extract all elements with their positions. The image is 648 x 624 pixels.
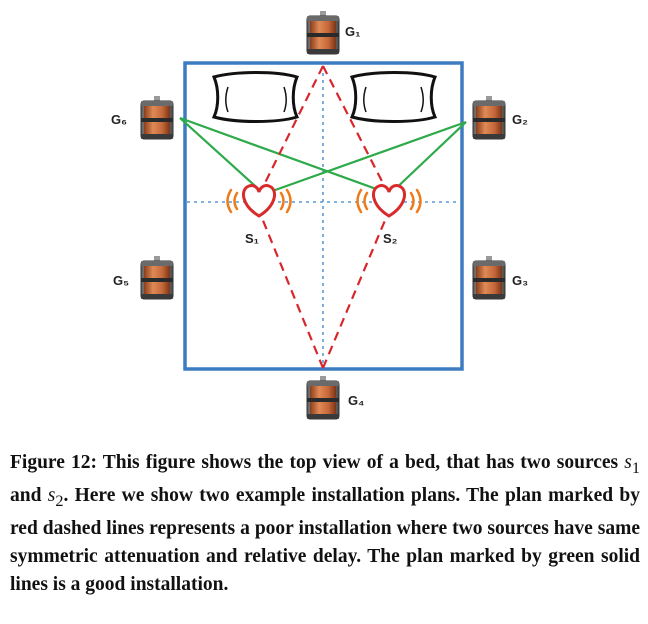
caption-s1-sub: 1	[631, 458, 640, 477]
geophone-icon	[140, 95, 174, 140]
sensor-label-g1: G₁	[345, 24, 361, 39]
heart-icon	[241, 184, 277, 218]
heart-icon	[371, 184, 407, 218]
sensor-label-g6: G₆	[111, 112, 127, 127]
figure-caption: Figure 12: This figure shows the top vie…	[10, 449, 640, 599]
sensor-g3: G₃	[472, 255, 528, 300]
caption-rest: . Here we show two example installation …	[10, 484, 640, 595]
geophone-icon	[472, 95, 506, 140]
caption-s2: s	[47, 484, 56, 506]
caption-s2-sub: 2	[55, 491, 64, 510]
sensor-g6: G₆	[111, 95, 174, 140]
sensor-label-g2: G₂	[512, 112, 528, 127]
caption-s1: s	[624, 452, 632, 473]
pillow-right	[349, 71, 438, 123]
caption-lead: Figure 12: This figure shows the top vie…	[10, 452, 625, 473]
source-label-s1: S₁	[245, 231, 259, 246]
geophone-icon	[306, 10, 340, 55]
sensor-g5: G₅	[113, 255, 174, 300]
good-plan-lines	[179, 116, 467, 196]
bed-frame	[183, 61, 464, 371]
sensor-label-g3: G₃	[512, 273, 528, 288]
sensor-g4: G₄	[306, 375, 364, 420]
sensor-g2: G₂	[472, 95, 528, 140]
sensor-label-g4: G₄	[348, 393, 364, 408]
geophone-icon	[306, 375, 340, 420]
sound-waves-icon	[226, 188, 292, 214]
pillow-left	[211, 71, 300, 123]
sensor-label-g5: G₅	[113, 273, 129, 288]
geophone-icon	[140, 255, 174, 300]
source-s2: S₂	[356, 184, 422, 246]
poor-plan-lines	[258, 65, 390, 369]
caption-mid: and	[10, 484, 48, 506]
geophone-icon	[472, 255, 506, 300]
sound-waves-icon	[356, 188, 422, 214]
source-label-s2: S₂	[383, 231, 398, 246]
bed-installation-diagram: S₁ S₂ G₁ G₂ G₃ G₄ G₅ G₆	[111, 10, 528, 420]
sensor-g1: G₁	[306, 10, 361, 55]
source-s1: S₁	[226, 184, 292, 246]
